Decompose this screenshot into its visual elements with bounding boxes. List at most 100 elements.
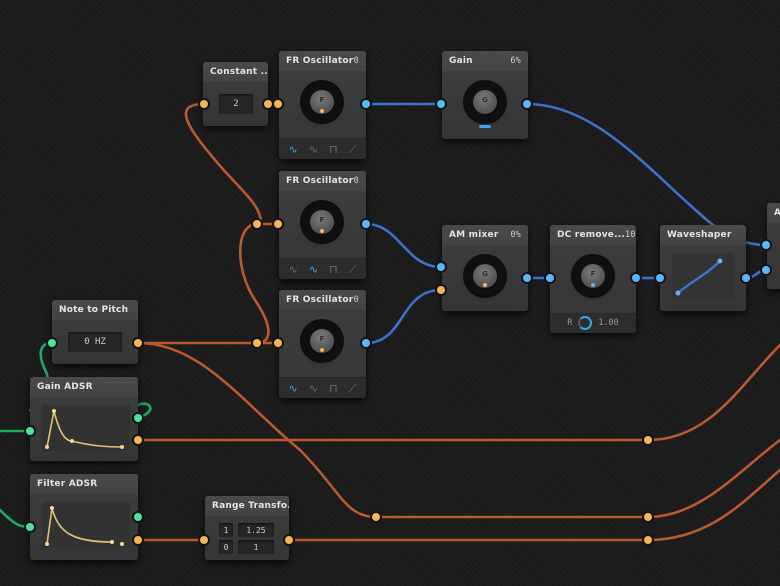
osc2-audio-output-port[interactable] bbox=[362, 220, 370, 228]
node-header[interactable]: Note to Pitch bbox=[52, 300, 138, 320]
output-input-port-1[interactable] bbox=[762, 241, 770, 249]
node-header[interactable]: Waveshaper bbox=[660, 225, 746, 245]
waveshaper-input-port[interactable] bbox=[656, 274, 664, 282]
filter-adsr-node[interactable]: Filter ADSR bbox=[30, 474, 138, 560]
waveform-selector[interactable]: ∿ ∿ ⊓ ⟋ bbox=[279, 138, 366, 159]
osc3-branch-port[interactable] bbox=[253, 339, 261, 347]
range-out-min[interactable]: 1 bbox=[238, 540, 274, 554]
gain-adsr-env-output-port[interactable] bbox=[134, 436, 142, 444]
node-header[interactable]: Constant ... bbox=[203, 62, 268, 82]
frequency-knob[interactable]: F bbox=[303, 83, 341, 121]
gain-adsr-node[interactable]: Gain ADSR bbox=[30, 377, 138, 461]
osc3-audio-output-port[interactable] bbox=[362, 339, 370, 347]
waveform-selector[interactable]: ∿ ∿ ⊓ ⟋ bbox=[279, 377, 366, 398]
resonance-dial-icon[interactable] bbox=[578, 316, 593, 330]
square-icon[interactable]: ⊓ bbox=[329, 262, 338, 276]
am-input-a-port[interactable] bbox=[437, 263, 445, 271]
gain-adsr-gate-output-port[interactable] bbox=[134, 414, 142, 422]
node-header[interactable]: Gain ADSR bbox=[30, 377, 138, 397]
osc1-audio-output-port[interactable] bbox=[362, 100, 370, 108]
triangle-icon[interactable]: ∿ bbox=[308, 381, 319, 395]
gain-adsr-gate-input-port[interactable] bbox=[26, 427, 34, 435]
osc1-freq-input-port[interactable] bbox=[274, 100, 282, 108]
reroute-point[interactable] bbox=[644, 536, 652, 544]
waveshaper-output-port[interactable] bbox=[742, 274, 750, 282]
frequency-knob[interactable]: F bbox=[574, 257, 612, 295]
dc-output-port[interactable] bbox=[632, 274, 640, 282]
output-input-port-2[interactable] bbox=[762, 266, 770, 274]
reroute-point[interactable] bbox=[644, 513, 652, 521]
waveshaper-node[interactable]: Waveshaper bbox=[660, 225, 746, 311]
reroute-point[interactable] bbox=[372, 513, 380, 521]
mix-knob[interactable]: G bbox=[466, 257, 504, 295]
node-header[interactable]: Filter ADSR bbox=[30, 474, 138, 494]
wire-constant-to-range-branch[interactable] bbox=[184, 102, 263, 226]
reroute-point[interactable] bbox=[644, 436, 652, 444]
note-input-port[interactable] bbox=[48, 339, 56, 347]
node-header[interactable]: A bbox=[767, 203, 780, 223]
am-input-b-port[interactable] bbox=[437, 286, 445, 294]
wire-osc3-to-am[interactable] bbox=[364, 288, 443, 345]
wire-gain-to-waveshaper[interactable] bbox=[525, 102, 768, 247]
frequency-knob[interactable]: F bbox=[303, 203, 341, 241]
sawtooth-icon[interactable]: ⟋ bbox=[348, 381, 357, 395]
range-in-max[interactable]: 1 bbox=[219, 523, 233, 537]
note-to-pitch-node[interactable]: Note to Pitch 0 HZ bbox=[52, 300, 138, 364]
constant-output-port[interactable] bbox=[264, 100, 272, 108]
wire-branch-to-osc3[interactable] bbox=[239, 222, 270, 345]
pitch-output-port[interactable] bbox=[134, 339, 142, 347]
node-header[interactable]: Range Transfo... bbox=[205, 496, 289, 516]
dc-input-port[interactable] bbox=[546, 274, 554, 282]
waveform-selector[interactable]: ∿ ∿ ⊓ ⟋ bbox=[279, 258, 366, 279]
range-out-max[interactable]: 1.25 bbox=[238, 523, 274, 537]
filter-adsr-gate-output-port[interactable] bbox=[134, 513, 142, 521]
wire-osc2-to-am[interactable] bbox=[364, 222, 443, 269]
sine-icon[interactable]: ∿ bbox=[288, 262, 298, 276]
sine-icon[interactable]: ∿ bbox=[288, 142, 298, 156]
square-icon[interactable]: ⊓ bbox=[329, 142, 338, 156]
osc2-freq-input-port[interactable] bbox=[274, 220, 282, 228]
filter-adsr-gate-input-port[interactable] bbox=[26, 523, 34, 531]
filter-adsr-env-output-port[interactable] bbox=[134, 536, 142, 544]
output-node[interactable]: A bbox=[767, 203, 780, 289]
gain-knob[interactable]: G bbox=[466, 83, 504, 121]
constant-node[interactable]: Constant ... 2 bbox=[203, 62, 268, 126]
sawtooth-icon[interactable]: ⟋ bbox=[348, 262, 357, 276]
dc-remover-node[interactable]: DC remove...10 F R 1.00 bbox=[550, 225, 636, 333]
envelope-graph[interactable] bbox=[42, 502, 130, 548]
range-input-port[interactable] bbox=[200, 536, 208, 544]
triangle-icon[interactable]: ∿ bbox=[308, 262, 319, 276]
shaper-curve[interactable] bbox=[672, 253, 734, 299]
envelope-graph[interactable] bbox=[42, 405, 130, 451]
wire-range-to-right[interactable] bbox=[287, 468, 780, 542]
wire-gain-adsr-to-right[interactable] bbox=[136, 343, 780, 442]
osc3-freq-input-port[interactable] bbox=[274, 339, 282, 347]
range-output-port[interactable] bbox=[285, 536, 293, 544]
triangle-icon[interactable]: ∿ bbox=[308, 142, 319, 156]
gain-input-port[interactable] bbox=[437, 100, 445, 108]
range-in-min[interactable]: 0 bbox=[219, 540, 233, 554]
frequency-knob[interactable]: F bbox=[303, 322, 341, 360]
wire-gain-adsr-gate-out[interactable] bbox=[136, 402, 152, 420]
constant-input-port[interactable] bbox=[200, 100, 208, 108]
gain-output-port[interactable] bbox=[523, 100, 531, 108]
sawtooth-icon[interactable]: ⟋ bbox=[348, 142, 357, 156]
range-transform-node[interactable]: Range Transfo... 1 1.25 0 1 bbox=[205, 496, 289, 560]
wire-pitch-to-long-1[interactable] bbox=[136, 341, 780, 519]
constant-value-field[interactable]: 2 bbox=[219, 94, 253, 114]
am-output-port[interactable] bbox=[523, 274, 531, 282]
square-icon[interactable]: ⊓ bbox=[329, 381, 338, 395]
sine-icon[interactable]: ∿ bbox=[288, 381, 298, 395]
osc2-input-branch-port[interactable] bbox=[253, 220, 261, 228]
node-header[interactable]: DC remove...10 bbox=[550, 225, 636, 245]
